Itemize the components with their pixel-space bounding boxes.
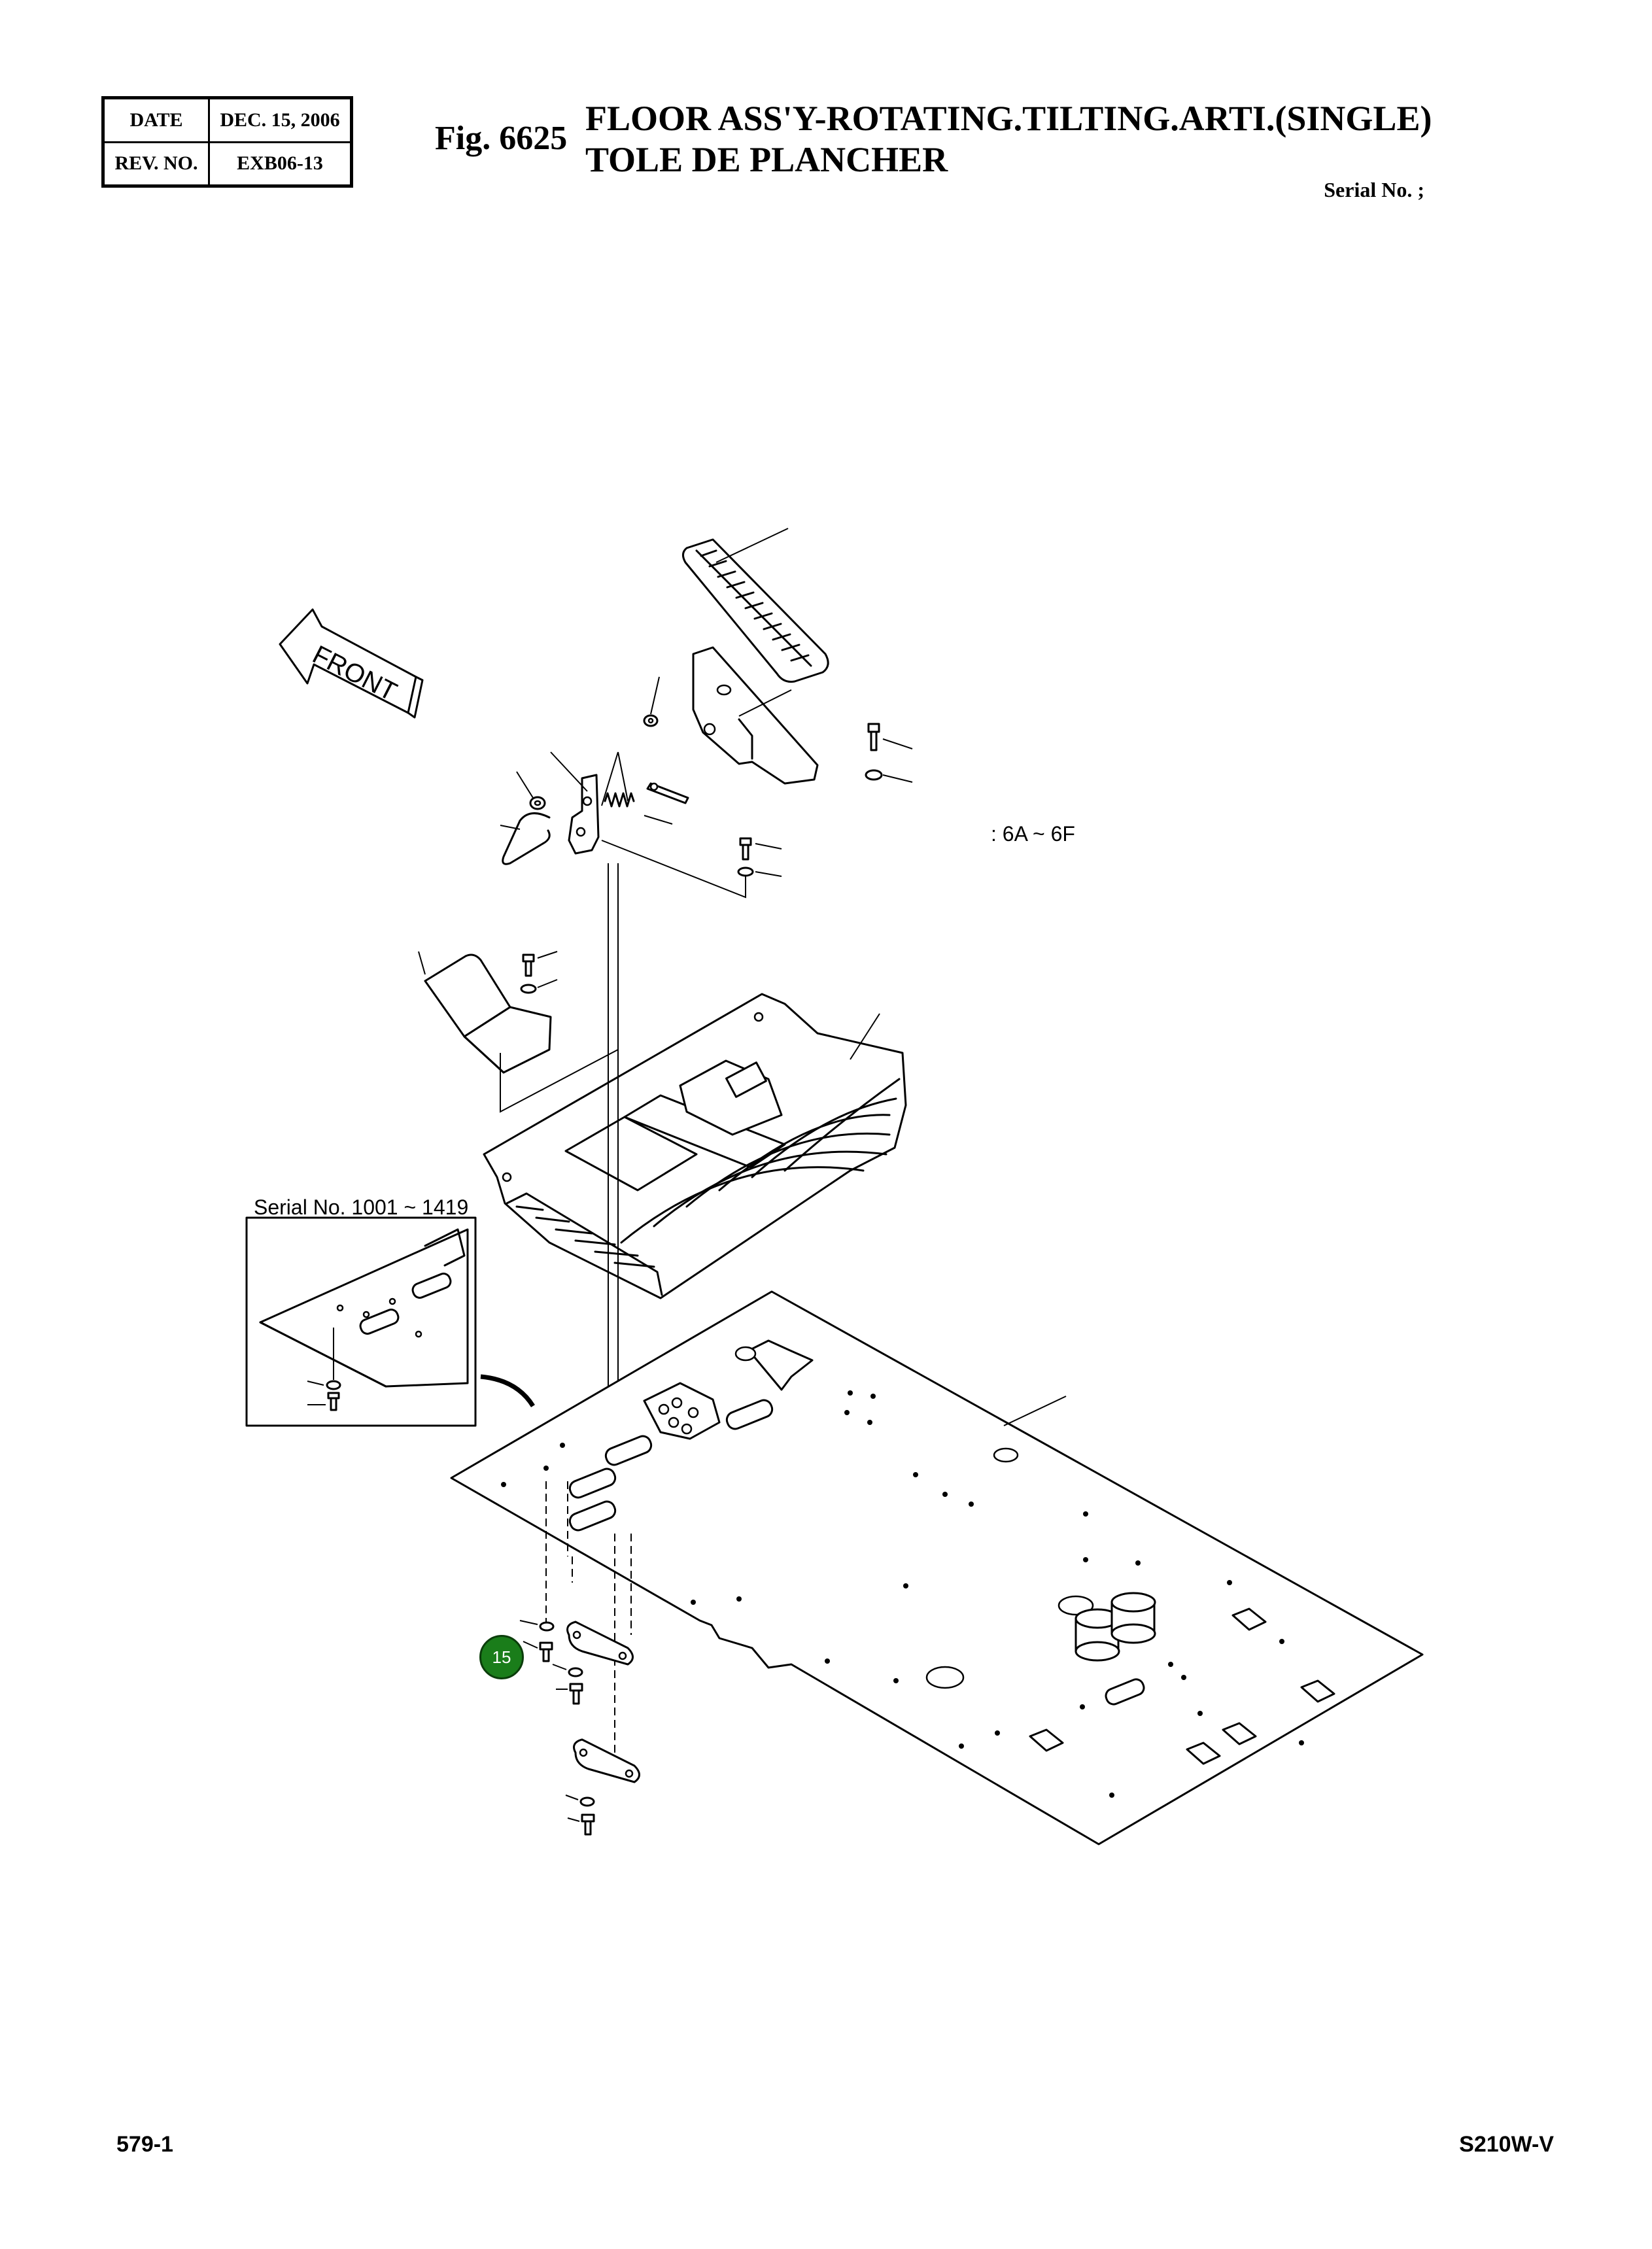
- revision-value: EXB06-13: [208, 141, 353, 187]
- serial-number-note: Serial No. ;: [1324, 178, 1424, 201]
- date-label: DATE: [102, 97, 210, 143]
- lower-washer-2: [552, 1664, 583, 1677]
- pedal-pad: [682, 528, 829, 683]
- hinge-spring: [604, 792, 635, 808]
- page-title: FLOOR ASS'Y-ROTATING.TILTING.ARTI.(SINGL…: [585, 99, 1432, 138]
- serial-range-inset: [245, 1216, 477, 1427]
- lower-strap-1: [566, 1621, 634, 1666]
- lower-bolt-3: [567, 1813, 595, 1836]
- serial-range-label: : 6A ~ 6F: [991, 822, 1075, 846]
- revision-table: DATE DEC. 15, 2006 REV. NO. EXB06-13: [101, 96, 353, 188]
- front-direction-arrow: FRONT: [279, 608, 424, 719]
- pedal-bolt: [865, 723, 913, 783]
- figure-number: Fig. 6625: [435, 120, 568, 157]
- model-number: S210W-V: [1459, 2132, 1554, 2157]
- floor-mat: [483, 993, 907, 1299]
- foot-rest: [418, 951, 552, 1074]
- pedal-hinge-block: [568, 774, 600, 855]
- hinge-pin: [646, 782, 689, 804]
- inset-serial-label: Serial No. 1001 ~ 1419: [254, 1195, 469, 1219]
- lower-bolt-2: [556, 1683, 583, 1705]
- part-callout-15[interactable]: 15: [479, 1635, 524, 1679]
- lower-strap-2: [573, 1738, 640, 1783]
- bracket-nut: [643, 676, 660, 727]
- pedal-bracket: [692, 646, 819, 785]
- date-value: DEC. 15, 2006: [208, 97, 353, 143]
- revision-label: REV. NO.: [102, 141, 210, 187]
- page-number: 579-1: [116, 2132, 173, 2157]
- floor-plate-brackets: [1029, 1607, 1335, 1765]
- page-subtitle: TOLE DE PLANCHER: [585, 140, 948, 179]
- lower-washer-1: [519, 1620, 555, 1632]
- hinge-bushing: [516, 771, 546, 810]
- floor-mat-slots: [515, 1205, 655, 1268]
- floor-plate-holes: [501, 1390, 1304, 1798]
- return-spring-hook: [500, 812, 551, 865]
- lower-washer-3: [565, 1794, 595, 1807]
- floor-plate: [450, 1290, 1424, 1846]
- hinge-bolt: [737, 837, 782, 877]
- floor-plate-cylinders: [1058, 1592, 1156, 1662]
- foot-rest-bolt: [520, 951, 558, 994]
- pedal-pad-ribs: [700, 549, 810, 662]
- lower-bolt-1: [523, 1641, 553, 1662]
- hinge-leaders: [550, 751, 673, 825]
